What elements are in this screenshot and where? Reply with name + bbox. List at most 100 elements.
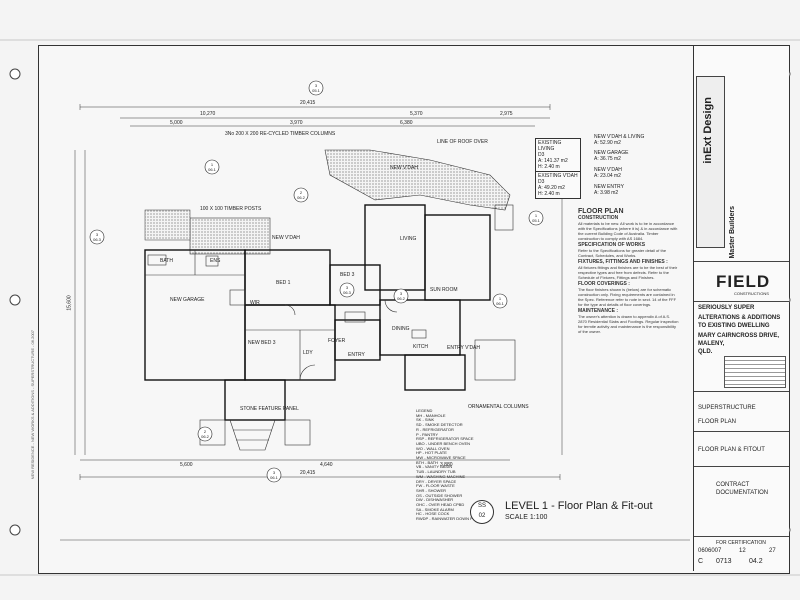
master-builders-logo: Master Builders [729, 206, 736, 259]
svg-text:1: 1 [211, 162, 214, 167]
svg-text:2: 2 [204, 429, 207, 434]
legend: LEGEND MH - MANHOLE SK - SINK SD - SMOKE… [416, 408, 479, 522]
doc-type-line-2: DOCUMENTATION [716, 490, 769, 496]
annotation-roof-line: LINE OF ROOF OVER [437, 139, 488, 145]
area-new-vdah-living: NEW V'DAH & LIVING A: 52.90 m2 [594, 134, 645, 146]
address-line-1: MARY CAIRNCROSS DRIVE, [698, 333, 780, 339]
room-new-verandah-left: NEW V'DAH [272, 235, 300, 241]
notes-covering-heading: FLOOR COVERINGS : [578, 281, 630, 287]
floor-plan-notes: FLOOR PLAN CONSTRUCTION All materials to… [578, 208, 680, 334]
stage-label: SUPERSTRUCTURE [698, 405, 756, 411]
room-living: LIVING [400, 236, 417, 242]
dim-mid-1: 5,000 [170, 120, 183, 126]
svg-text:1: 1 [535, 213, 538, 218]
room-ldy: LDY [303, 350, 313, 356]
area-existing-vdah: EXISTING V'DAH D3 A: 49.20 m2 H: 2.40 m [535, 171, 581, 199]
room-kitch: KITCH [413, 344, 428, 350]
notes-construction-text: All materials to be new. All work is to … [578, 221, 678, 241]
code-2: 0713 [716, 558, 732, 565]
room-new-verandah-top: NEW V'DAH [390, 165, 418, 171]
project-box: SERIOUSLY SUPER ALTERATIONS & ADDITIONS … [694, 301, 789, 392]
cert-label: FOR CERTIFICATION [716, 540, 766, 546]
svg-text:3: 3 [96, 232, 99, 237]
dim-top-3: 2,975 [500, 111, 513, 117]
drawing-ref-circle: SS 02 [470, 500, 494, 524]
doc-type-box: CONTRACT DOCUMENTATION [694, 466, 789, 537]
project-line-2: TO EXISTING DWELLING [698, 323, 770, 329]
room-bath: BATH [160, 258, 173, 264]
room-bed3: BED 3 [340, 272, 355, 278]
room-bed1: BED 1 [276, 280, 291, 286]
annotation-posts: 100 X 100 TIMBER POSTS [200, 206, 262, 212]
sheet-title: FLOOR PLAN & FITOUT [698, 447, 765, 453]
sheet-number: 12 [739, 548, 746, 554]
drawing-sheet [38, 45, 790, 574]
room-foyer: FOYER [328, 338, 346, 344]
notes-construction-heading: CONSTRUCTION [578, 215, 619, 221]
drawing-ref-bottom: 02 [478, 513, 486, 519]
sheet-label: FLOOR PLAN [698, 419, 737, 425]
job-number: 0606007 [698, 548, 722, 554]
dim-mid-3: 6,380 [400, 120, 413, 126]
svg-text:2: 2 [300, 190, 303, 195]
dim-overall-top: 20,415 [300, 100, 316, 106]
code-1: C [698, 558, 704, 565]
room-dining: DINING [392, 326, 410, 332]
revision-table [724, 356, 786, 388]
notes-maintenance-heading: MAINTENANCE : [578, 308, 618, 314]
area-new-vdah: NEW V'DAH A: 23.04 m2 [594, 167, 622, 179]
svg-text:3: 3 [315, 83, 318, 88]
project-line-1: ALTERATIONS & ADDITIONS [698, 315, 781, 321]
title-block: inExt Design Master Builders FIELD CONST… [693, 46, 789, 571]
room-ens: ENS [210, 258, 221, 264]
address-line-2: MALENY, [698, 341, 725, 347]
vertical-strip-text: NEW RESIDENCE - NEW WORKS & ADDITIONS - … [30, 330, 35, 480]
svg-text:06.1: 06.1 [496, 301, 505, 306]
notes-title: FLOOR PLAN [578, 208, 624, 215]
annotation-columns: 3No 200 X 200 RE-CYCLED TIMBER COLUMNS [225, 131, 336, 137]
annotation-stone-panel: STONE FEATURE PANEL [240, 406, 299, 412]
svg-text:06.1: 06.1 [270, 475, 279, 480]
svg-text:3: 3 [400, 291, 403, 296]
stage-box: SUPERSTRUCTURE FLOOR PLAN [694, 391, 789, 432]
notes-covering-text: The floor finishes shown is (below) are … [578, 287, 677, 307]
company-sub: CONSTRUCTIONS [734, 291, 769, 296]
area-existing-living: EXISTING LIVING D3 A: 141.37 m2 H: 2.40 … [535, 138, 581, 172]
dim-left-vertical: 15,600 [66, 295, 73, 311]
drawing-scale: SCALE 1:100 [505, 514, 548, 521]
room-sun-room: SUN ROOM [430, 287, 458, 293]
designer-logo: inExt Design [702, 97, 714, 164]
room-new-garage: NEW GARAGE [170, 297, 205, 303]
svg-text:3: 3 [273, 470, 276, 475]
area-new-garage: NEW GARAGE A: 36.75 m2 [594, 150, 629, 162]
total-sheets: 27 [769, 548, 776, 554]
dim-top-2: 5,370 [410, 111, 423, 117]
dim-bottom-2: 4,640 [320, 462, 333, 468]
designer-strip: inExt Design [696, 76, 725, 248]
svg-text:1: 1 [499, 296, 502, 301]
dim-bottom-3: 3,880 [440, 462, 453, 468]
notes-spec-text: Refer to the Specifications for greater … [578, 248, 667, 258]
doc-type-line-1: CONTRACT [716, 482, 750, 488]
address-line-3: QLD. [698, 349, 713, 355]
room-entry-verandah: ENTRY V'DAH [447, 345, 481, 351]
svg-text:06.2: 06.2 [297, 195, 306, 200]
notes-fittings-text: All fixtures fittings and finishes are t… [578, 265, 678, 280]
svg-text:06.3: 06.3 [343, 290, 352, 295]
code-3: 04.2 [749, 558, 763, 565]
dim-overall-bottom: 20,415 [300, 470, 316, 476]
company-name: FIELD [716, 272, 771, 291]
dim-top-1: 10,270 [200, 111, 216, 117]
notes-fittings-heading: FIXTURES, FITTINGS AND FINISHES : [578, 259, 668, 265]
cert-box: FOR CERTIFICATION 0606007 12 27 C 0713 0… [694, 536, 789, 572]
dim-mid-2: 3,970 [290, 120, 303, 126]
svg-text:06.2: 06.2 [201, 434, 210, 439]
drawing-ref-top: SS [477, 503, 486, 509]
drawing-title: LEVEL 1 - Floor Plan & Fit-out [505, 500, 653, 512]
client-name: SERIOUSLY SUPER [698, 305, 755, 311]
company-box: FIELD CONSTRUCTIONS [694, 261, 789, 302]
dim-bottom-1: 5,600 [180, 462, 193, 468]
notes-spec-heading: SPECIFICATION OF WORKS [578, 242, 646, 248]
svg-text:05.1: 05.1 [312, 88, 321, 93]
